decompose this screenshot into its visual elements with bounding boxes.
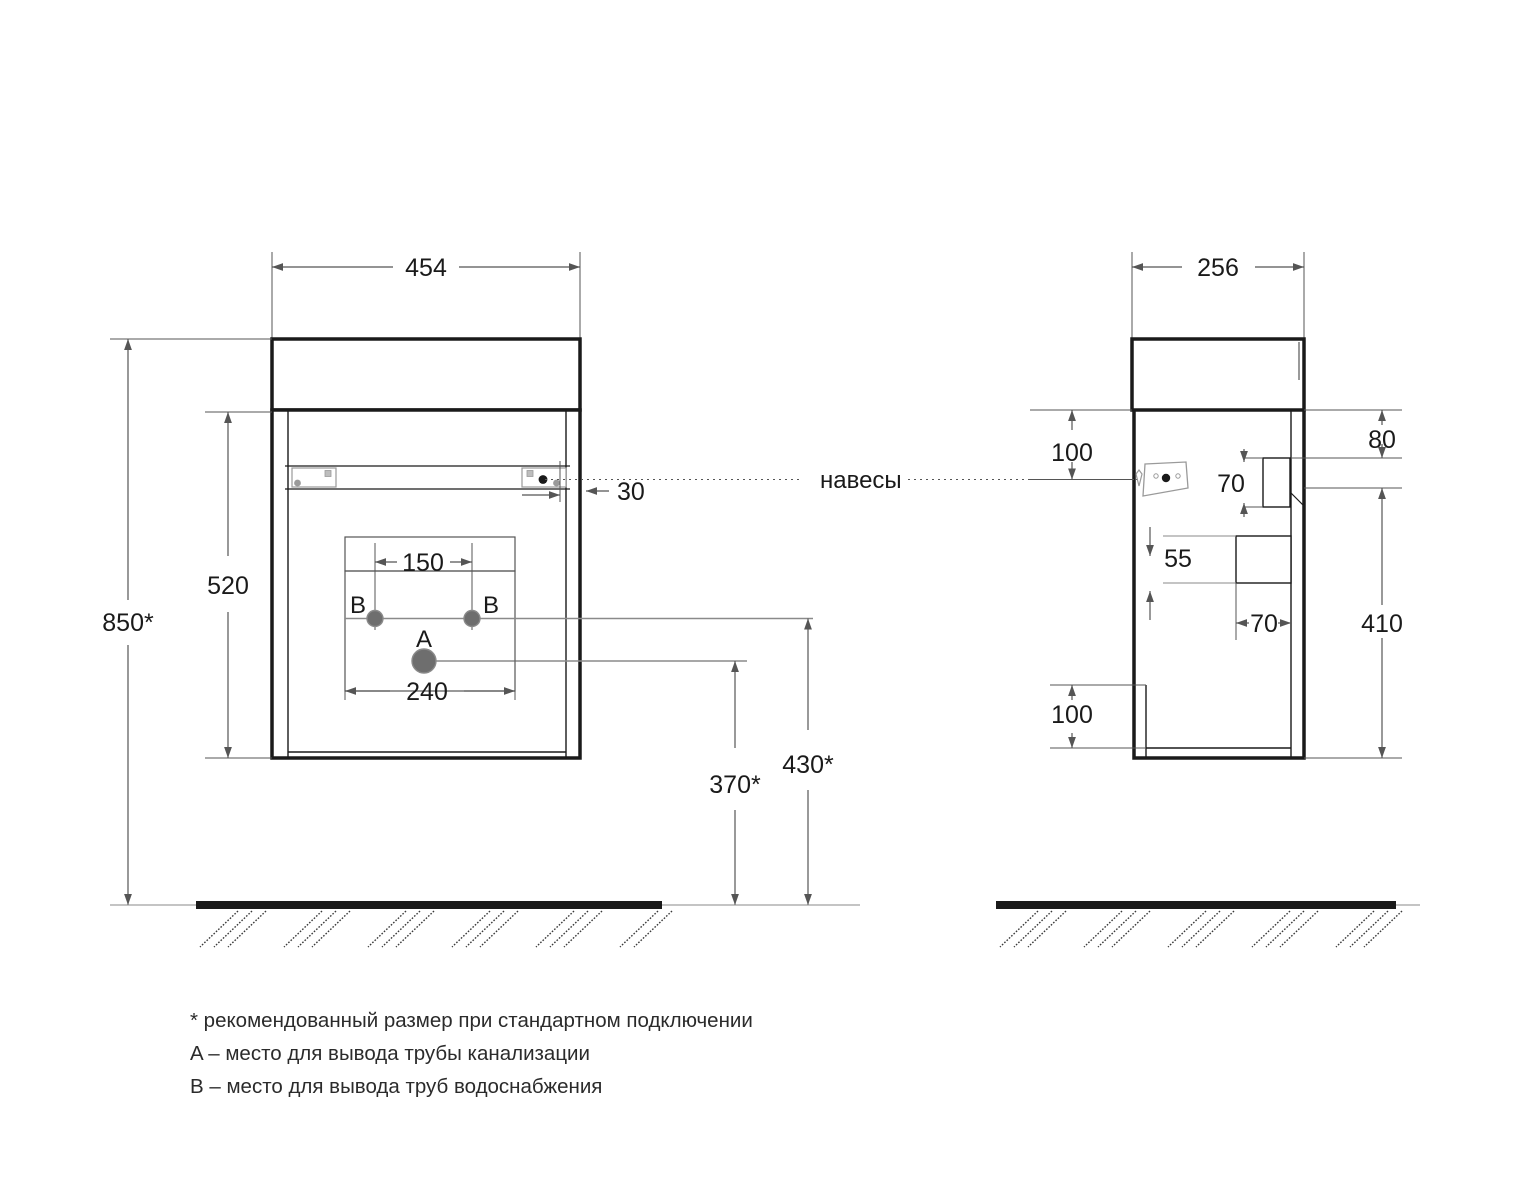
dim-55-label: 55 [1164,545,1192,573]
hanger-bracket-right-icon [521,467,567,488]
dim-520-label: 520 [207,572,249,600]
dim-100-top: 100 [1030,409,1134,480]
floor-front [110,901,860,948]
water-outlet-marker-left [366,609,384,628]
legend-line-3: B – место для вывода труб водоснабжения [190,1075,602,1098]
legend-line-1: * рекомендованный размер при стандартном… [190,1009,753,1032]
dim-520: 520 [205,411,272,759]
dim-454: 454 [272,254,580,282]
dim-430: 430* [782,618,834,905]
dim-850-label: 850* [102,609,154,637]
side-bracket-block [1262,457,1305,508]
dim-55: 55 [1146,527,1192,620]
dim-80-label: 80 [1368,426,1396,454]
side-internal-shelf [1163,535,1292,584]
dim-150-label: 150 [402,549,444,577]
dim-100-top-label: 100 [1051,439,1093,467]
dim-70-vertical-label: 70 [1217,470,1245,498]
marker-label-B-left: B [350,592,366,619]
dim-850: 850* [102,338,272,906]
dim-256-label: 256 [1197,254,1239,282]
dim-370-label: 370* [709,771,761,799]
water-outlet-marker-right [463,609,481,628]
dim-240-label: 240 [406,678,448,706]
dim-100-bottom: 100 [1050,684,1146,749]
dim-100-bottom-label: 100 [1051,701,1093,729]
side-view-group: 256 [996,252,1420,948]
dim-430-label: 430* [782,751,834,779]
marker-label-A: A [416,626,432,653]
legend-group: * рекомендованный размер при стандартном… [190,1009,753,1098]
floor-side [996,901,1420,948]
legend-line-2: A – место для вывода трубы канализации [190,1042,590,1065]
dim-70-horizontal: 70 [1235,583,1291,640]
front-countertop [270,337,582,412]
dim-370: 370* [709,661,761,905]
dim-150: 150 [374,543,473,630]
hangers-label: навесы [820,467,902,494]
dim-454-label: 454 [405,254,447,282]
side-countertop [1130,337,1306,412]
front-view-group: 454 [102,252,1142,948]
front-plumbing-zone [344,536,516,692]
marker-label-B-right: B [483,592,499,619]
dim-30: 30 [522,461,645,506]
front-hanger-rail [285,465,570,490]
dim-410: 410 [1304,487,1403,759]
side-cabinet-body [1132,410,1306,760]
side-hanger-bracket-icon [1135,461,1189,497]
dim-30-label: 30 [617,478,645,506]
hanger-bracket-left-icon [291,467,337,488]
dim-240: 240 [344,660,516,706]
dim-80: 80 [1291,409,1402,459]
drain-outlet-marker [411,648,437,674]
dim-70-vertical: 70 [1217,449,1263,517]
dim-256: 256 [1132,254,1304,282]
dim-70-horizontal-label: 70 [1250,610,1278,638]
dim-410-label: 410 [1361,610,1403,638]
